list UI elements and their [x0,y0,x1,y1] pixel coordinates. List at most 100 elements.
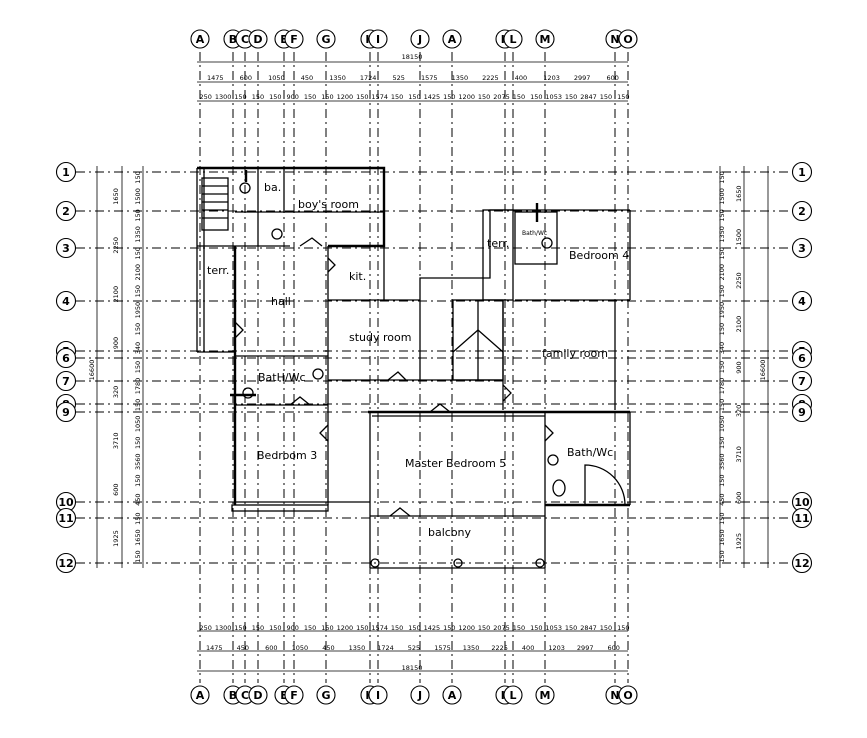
row-axis-label: 2 [62,205,70,218]
room-label-hall: hall [271,295,291,308]
dimension-text: 1050 [134,416,142,433]
column-axis-label: I [376,689,380,702]
column-axis-label: D [253,689,262,702]
dimension-text: 150 [600,93,612,101]
dimension-text: 150 [718,550,726,562]
dimension-text: 150 [600,624,612,632]
column-axis-bubble [190,685,210,705]
dimension-text: 1475 [207,74,224,82]
dimension-text: 1575 [421,74,438,82]
row-axis-bubble [55,507,77,529]
dimension-text: 150 [718,209,726,221]
dimension-text: 1425 [424,93,441,101]
row-axis-bubble [791,161,813,183]
row-axis-bubble [55,347,77,369]
room-labels: ba. boy's room terr. kit. hall study roo… [207,181,629,539]
dimension-text: 1950 [134,302,142,319]
dimension-text: 320 [735,405,743,417]
left-total-dimension: 16600 [88,360,96,381]
column-grid-lines [199,52,629,683]
dimension-text: 1425 [424,624,441,632]
dimension-text: 1200 [458,624,475,632]
row-axis-label: 9 [62,406,70,419]
dimension-text: 1925 [112,530,120,547]
dimension-text: 2100 [735,316,743,333]
dimension-text: 150 [356,624,368,632]
dimension-text: 1574 [371,93,388,101]
dimension-text: 150 [269,93,281,101]
room-label-bath-wc-left: BatH/Wc [258,371,306,384]
dimension-text: 600 [608,644,620,652]
dimension-text: 150 [718,323,726,335]
column-axis-bubble [535,685,555,705]
dimension-text: 150 [234,93,246,101]
column-axis-bubble [316,685,336,705]
dimension-text: 340 [134,342,142,354]
column-axis-label: E [280,33,288,46]
column-axis-label: M [540,689,551,702]
column-axis-label: B [229,689,237,702]
dimension-text: 1475 [206,644,223,652]
column-axis-label: L [509,689,516,702]
left-stair [201,177,229,231]
room-label-master-bedroom: Master Bedroom 5 [405,457,506,470]
row-axis-label: 4 [798,295,806,308]
dimension-text: 150 [234,624,246,632]
row-axis-label: 6 [798,352,806,365]
dimension-text: 450 [718,493,726,505]
row-axis-bubble [55,552,77,574]
dimension-text: 150 [269,624,281,632]
row-axis-label: 4 [62,295,70,308]
dimension-text: 1650 [735,185,743,202]
dimension-text: 150 [321,624,333,632]
row-axis-bubble [791,507,813,529]
row-axis-bubble [791,552,813,574]
dimension-lines [96,61,769,672]
dimension-text: 2225 [491,644,508,652]
dimension-text: 150 [134,209,142,221]
dimension-text: 600 [735,492,743,504]
room-label-bath-wc-right: Bath/Wc [567,446,613,459]
dimension-text: 600 [112,483,120,495]
column-axis-label: A [196,689,205,702]
dimension-text: 150 [304,93,316,101]
dimension-text: 150 [134,437,142,449]
row-axis-label: 10 [58,496,74,509]
dimension-text: 900 [286,93,298,101]
row-axis-label: 11 [58,512,73,525]
dimension-text: 150 [391,624,403,632]
column-axis-bubble [368,29,388,49]
dimension-text: 1053 [545,624,562,632]
row-axis-label: 3 [798,242,806,255]
dimension-text: 2075 [493,93,510,101]
dimension-text: 150 [443,624,455,632]
dimension-text: 150 [304,624,316,632]
row-axis-label: 6 [62,352,70,365]
row-axis-label: 11 [794,512,809,525]
bottom-total-dimension: 18150 [402,664,423,672]
row-axis-bubbles: 112233445566778899101011111212 [55,161,813,574]
dimension-text: 150 [565,624,577,632]
row-axis-bubble [791,290,813,312]
dimension-text: 1050 [292,644,309,652]
row-axis-label: 1 [798,166,806,179]
column-axis-bubble [284,29,304,49]
dimension-text: 2847 [580,93,597,101]
right-total-dimension: 16600 [759,360,767,381]
column-axis-bubble [368,685,388,705]
dimension-text: 1300 [215,624,232,632]
column-axis-bubble [410,29,430,49]
dimension-text: 1300 [215,93,232,101]
column-axis-label: D [253,33,262,46]
column-axis-bubble [503,685,523,705]
column-axis-bubble [503,29,523,49]
dimension-text: 1350 [718,226,726,243]
dimension-text: 400 [515,74,527,82]
column-axis-label: G [321,689,330,702]
dimension-text: 2997 [577,644,594,652]
dimension-text: 150 [718,437,726,449]
dimension-text: 400 [522,644,534,652]
dimension-text: 1724 [377,644,394,652]
dimension-text: 3560 [134,453,142,470]
